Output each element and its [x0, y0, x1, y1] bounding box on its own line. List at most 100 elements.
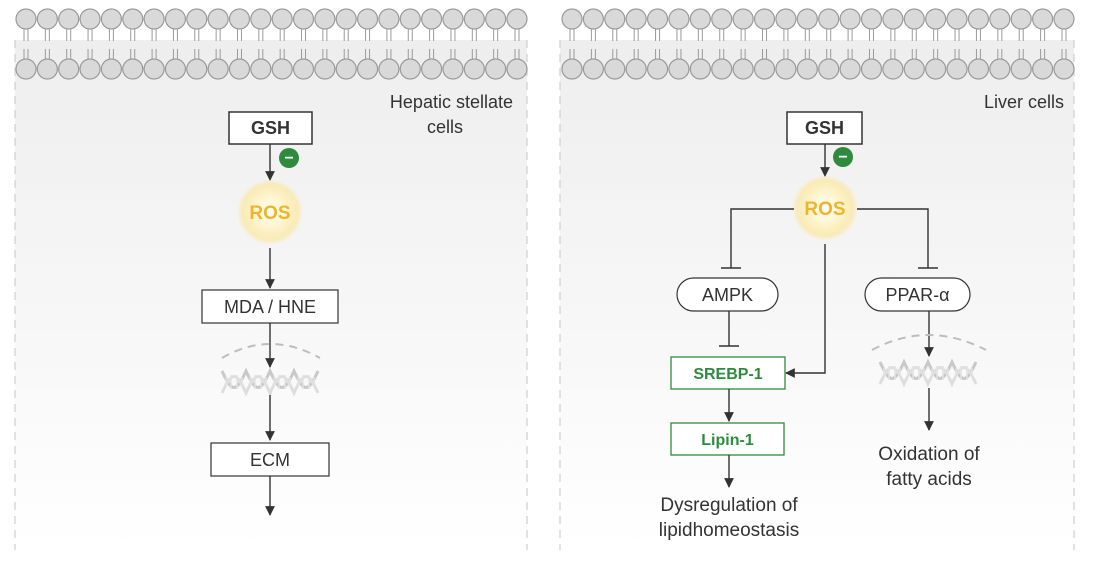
lipid-head: [711, 8, 733, 30]
ros-glow: [237, 179, 303, 245]
lipid-head: [378, 8, 400, 30]
lipid-head: [903, 58, 925, 80]
lipid-head: [292, 58, 315, 80]
lipid-head: [58, 58, 80, 80]
lipid-head: [1010, 58, 1032, 80]
lipid-head: [903, 8, 925, 30]
lipid-head: [79, 58, 101, 80]
lipid-head: [753, 58, 776, 80]
lipid-head: [646, 58, 669, 80]
lipid-head: [442, 8, 464, 30]
lipid-head: [1053, 8, 1075, 30]
lipid-head: [561, 8, 583, 30]
lipid-head: [250, 58, 272, 80]
lipid-head: [818, 58, 840, 80]
lipid-head: [1010, 8, 1032, 30]
ecm-label: ECM: [250, 450, 290, 470]
lipid-head: [186, 8, 208, 30]
ppar-alpha-label: PPAR-α: [885, 285, 949, 305]
lipid-head: [399, 8, 421, 30]
oxidation-label-line1: Oxidation of: [878, 444, 980, 465]
lipid-head: [506, 8, 528, 30]
inhibition-badge: [833, 147, 853, 167]
lipid-head: [79, 8, 101, 30]
lipid-head: [122, 8, 144, 30]
lipid-head: [356, 8, 379, 30]
dna-dashed-arc: [871, 334, 987, 351]
lipid-head: [1032, 58, 1054, 80]
lipid-head: [946, 8, 968, 30]
lipid-head: [335, 8, 357, 30]
ros-glow: [792, 175, 858, 241]
lipid-head: [36, 58, 58, 80]
mda-hne-box: [201, 289, 339, 324]
lipin1-box: [670, 422, 785, 456]
lipid-head: [775, 8, 797, 30]
lipid-head: [463, 8, 485, 30]
lipid-head: [485, 8, 507, 30]
lipid-head: [314, 8, 336, 30]
lipid-head: [646, 8, 669, 30]
lipid-head: [356, 58, 379, 80]
ampk-node: [676, 277, 779, 312]
lipid-head: [689, 58, 711, 80]
lipid-head: [143, 8, 165, 30]
gsh-label: GSH: [251, 118, 290, 138]
panel-hepatic-stellate-cells: Hepatic stellate cells GSH − ROS MDA / H…: [14, 8, 528, 550]
lipid-head: [711, 58, 733, 80]
lipid-head: [58, 8, 80, 30]
lipid-head: [122, 58, 144, 80]
inhibit-ros-to-ppar: [857, 208, 929, 268]
srebp1-label: SREBP-1: [693, 366, 762, 383]
lipid-head: [860, 58, 883, 80]
panel-label-line2: cells: [427, 117, 463, 137]
lipid-head: [378, 58, 400, 80]
panel-label: Liver cells: [984, 92, 1064, 112]
gsh-label: GSH: [805, 118, 844, 138]
lipid-head: [689, 8, 711, 30]
dysregulation-label-line1: Dysregulation of: [660, 495, 798, 516]
lipid-head: [421, 58, 443, 80]
inhibition-symbol: −: [838, 149, 847, 166]
inhibition-symbol: −: [284, 150, 293, 167]
lipid-head: [925, 8, 947, 30]
lipid-head: [164, 58, 187, 80]
gsh-box: [786, 111, 863, 145]
lipid-head: [604, 8, 626, 30]
lipid-head: [15, 58, 37, 80]
lipid-head: [753, 8, 776, 30]
lipid-head: [100, 58, 122, 80]
mda-hne-label: MDA / HNE: [224, 297, 316, 317]
lipid-head: [625, 8, 647, 30]
ampk-label: AMPK: [702, 285, 753, 305]
lipid-head: [1053, 58, 1075, 80]
lipid-head: [882, 8, 904, 30]
lipid-head: [796, 58, 818, 80]
lipid-head: [442, 58, 464, 80]
lipid-head: [775, 58, 797, 80]
lipid-head: [164, 8, 187, 30]
lipid-head: [1032, 8, 1054, 30]
lipid-head: [946, 58, 968, 80]
dna-dashed-arc: [221, 343, 321, 359]
lipid-head: [925, 58, 947, 80]
lipid-head: [271, 8, 293, 30]
lipid-head: [604, 58, 626, 80]
ecm-box: [210, 442, 330, 477]
panel-label-line1: Hepatic stellate: [390, 92, 513, 112]
oxidation-label-line2: fatty acids: [886, 469, 972, 490]
lipid-head: [15, 8, 37, 30]
lipid-head: [100, 8, 122, 30]
lipid-head: [271, 58, 293, 80]
lipid-head: [668, 58, 690, 80]
cell-membrane: [15, 8, 528, 80]
lipid-head: [421, 8, 443, 30]
dysregulation-label-line2: lipidhomeostasis: [659, 520, 799, 541]
lipid-head: [561, 58, 583, 80]
arrow-ros-to-srebp1: [785, 244, 826, 378]
inhibit-ros-to-ampk: [730, 208, 794, 268]
srebp1-box: [670, 356, 786, 390]
lipid-head: [582, 58, 604, 80]
lipid-head: [186, 58, 208, 80]
